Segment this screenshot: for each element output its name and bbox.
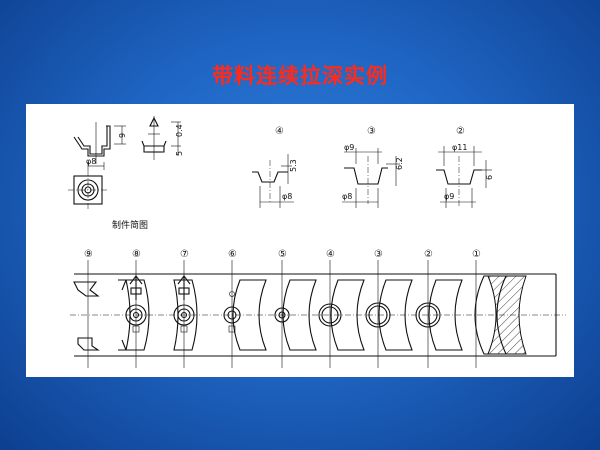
step-4-profile: ④ 5.3 φ8 [252,126,298,208]
step-2-top-dia: φ11 [452,143,467,152]
strip-layout: ⑨ ⑧ ⑦ ⑥ ⑤ ④ ③ ② ① [70,249,566,368]
station-4: ④ [326,249,335,260]
step-marker-3: ③ [367,126,376,137]
step-marker-4: ④ [275,126,284,137]
step-3-bottom-dia: φ8 [342,192,352,201]
step-4-bottom-dia: φ8 [282,192,292,201]
dim-depth-label: 5 [175,151,184,156]
station-5: ⑤ [278,249,287,260]
engineering-drawing: 9 φ8 0.4 5 制件简图 [68,116,566,368]
station-6: ⑥ [228,249,237,260]
station-cups [125,291,441,333]
part-sketch: 9 φ8 0.4 5 制件简图 [68,116,184,231]
dim-height-label: 9 [118,133,127,138]
step-2-profile: ② φ11 6 φ9 [436,126,494,208]
step-3-profile: ③ φ9 6.2 φ8 [342,126,404,208]
slide-title: 带料连续拉深实例 [212,64,388,88]
step-2-height: 6 [485,175,494,180]
step-3-height: 6.2 [395,157,404,170]
station-1: ① [472,249,481,260]
step-marker-2: ② [456,126,465,137]
dim-dia-label: φ8 [86,157,96,166]
station-2: ② [424,249,433,260]
part-caption: 制件简图 [112,219,148,231]
step-3-top-dia: φ9 [344,143,354,152]
step-2-bottom-dia: φ9 [444,192,454,201]
dim-thickness-label: 0.4 [175,124,184,137]
step-4-height: 5.3 [289,159,298,172]
station-9: ⑨ [84,249,93,260]
station-8: ⑧ [132,249,141,260]
drawing-panel: 9 φ8 0.4 5 制件简图 [26,104,574,377]
station-7: ⑦ [180,249,189,260]
station-3: ③ [374,249,383,260]
